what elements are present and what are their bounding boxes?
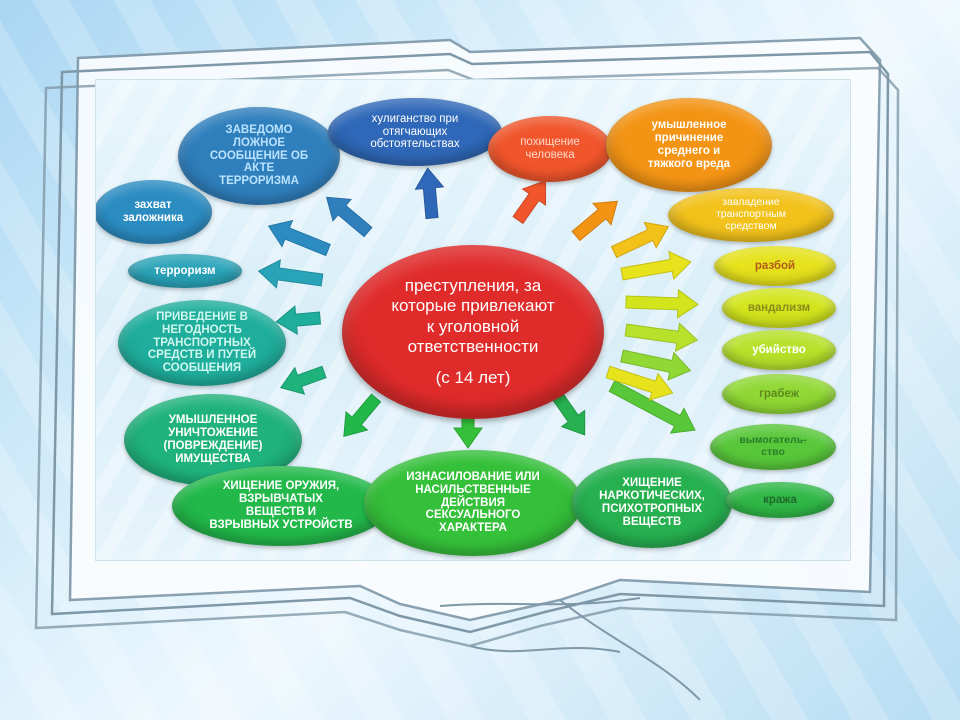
node-drugs-theft: ХИЩЕНИЕ НАРКОТИЧЕСКИХ, ПСИХОТРОПНЫХ ВЕЩЕ… (572, 458, 732, 548)
arrow-2 (414, 167, 445, 220)
arrow-6 (257, 259, 324, 289)
node-vandalism: вандализм (722, 288, 836, 328)
arrow-5 (267, 219, 331, 257)
node-murder: убийство (722, 330, 836, 370)
node-sexual-violence: ИЗНАСИЛОВАНИЕ ИЛИ НАСИЛЬСТВЕННЫЕ ДЕЙСТВИ… (364, 450, 582, 556)
node-terrorism: терроризм (128, 254, 242, 288)
arrow-17 (608, 380, 696, 434)
node-weapons-theft: ХИЩЕНИЕ ОРУЖИЯ, ВЗРЫВЧАТЫХ ВЕЩЕСТВ И ВЗР… (172, 466, 390, 546)
node-hooliganism: хулиганство при отягчающих обстоятельств… (328, 98, 502, 166)
node-kidnapping: похищение человека (488, 116, 612, 182)
arrow-11 (550, 389, 586, 436)
arrow-4 (571, 200, 619, 242)
node-harm: умышленное причинение среднего и тяжкого… (606, 98, 772, 192)
node-robbery-assault: разбой (714, 246, 836, 286)
arrow-8 (279, 365, 327, 395)
node-hostage: захват заложника (96, 180, 212, 244)
arrow-16 (620, 349, 692, 381)
node-transport-damage: ПРИВЕДЕНИЕ В НЕГОДНОСТЬ ТРАНСПОРТНЫХ СРЕ… (118, 300, 286, 386)
arrow-3 (512, 179, 547, 225)
node-vehicle-theft: завладение транспортным средством (668, 188, 834, 242)
center-label: преступления, за которые привлекают к уг… (391, 276, 555, 357)
arrows-layer (257, 167, 699, 449)
arrow-9 (343, 393, 382, 437)
arrow-13 (620, 250, 692, 281)
arrow-18 (605, 365, 674, 401)
center-circle: преступления, за которые привлекают к уг… (342, 245, 604, 419)
arrow-1 (325, 196, 373, 238)
arrow-7 (275, 305, 322, 335)
arrow-15 (624, 322, 699, 352)
center-age: (с 14 лет) (435, 367, 511, 387)
arrow-14 (625, 288, 699, 319)
node-robbery: грабеж (722, 374, 836, 414)
node-terror-false-report: ЗАВЕДОМО ЛОЖНОЕ СООБЩЕНИЕ ОБ АКТЕ ТЕРРОР… (178, 107, 340, 205)
node-extortion: вымогатель- ство (710, 424, 836, 470)
node-theft: кража (726, 482, 834, 518)
arrow-12 (610, 221, 670, 259)
diagram-panel: преступления, за которые привлекают к уг… (96, 80, 850, 560)
